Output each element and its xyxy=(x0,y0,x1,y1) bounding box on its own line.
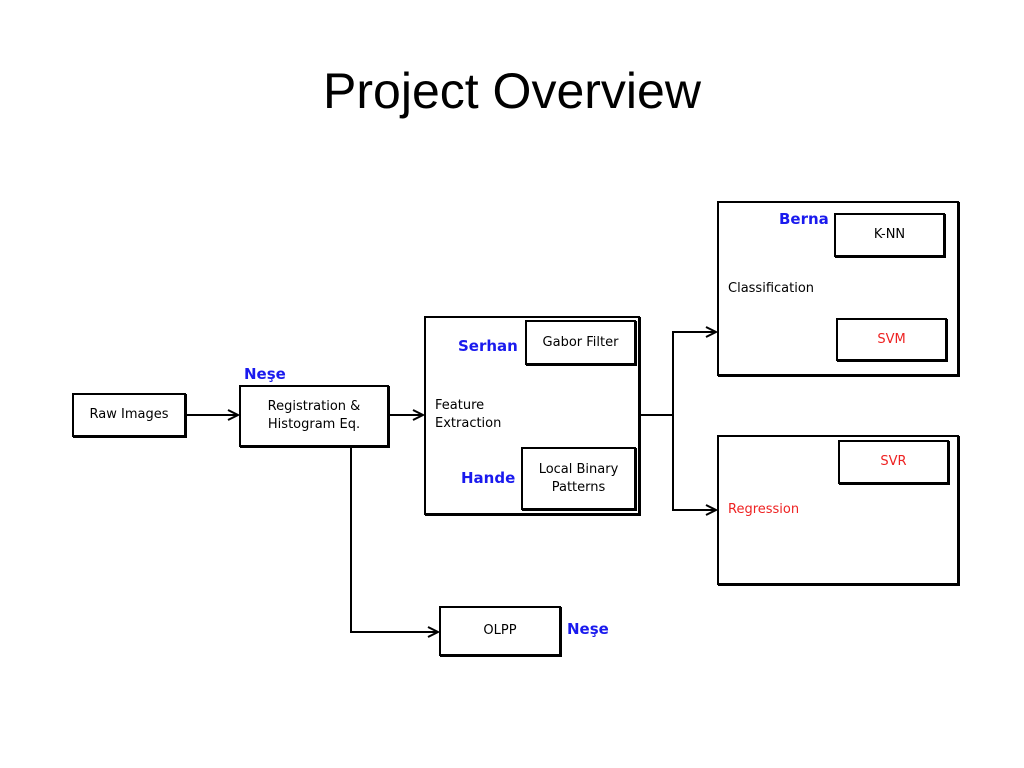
svm-box: SVM xyxy=(836,318,947,361)
regression-label: Regression xyxy=(728,502,800,517)
knn-box: K-NN xyxy=(834,213,945,257)
arrow-to-regression xyxy=(672,415,716,510)
slide-title: Project Overview xyxy=(323,63,701,119)
arrow-to-classification xyxy=(672,332,716,415)
lbp-box: Local Binary Patterns xyxy=(521,447,636,510)
svr-label: SVR xyxy=(880,454,907,469)
person-serhan: Serhan xyxy=(458,337,518,355)
feature-extraction-label: Feature Extraction xyxy=(435,398,502,431)
registration-label: Registration & Histogram Eq. xyxy=(267,399,361,432)
svr-box: SVR xyxy=(838,440,949,484)
olpp-box: OLPP xyxy=(439,606,561,656)
gabor-filter-box: Gabor Filter xyxy=(525,320,636,365)
svm-label: SVM xyxy=(877,331,906,347)
classification-label: Classification xyxy=(728,281,815,296)
knn-label: K-NN xyxy=(873,227,906,242)
person-berna: Berna xyxy=(779,210,829,228)
person-hande: Hande xyxy=(461,469,516,487)
raw-images-box: Raw Images xyxy=(72,393,186,437)
registration-box: Registration & Histogram Eq. xyxy=(239,385,389,447)
person-nese-top: Neşe xyxy=(244,365,286,383)
raw-images-label: Raw Images xyxy=(89,407,169,422)
lbp-label: Local Binary Patterns xyxy=(538,461,619,495)
arrow-registration-to-olpp xyxy=(350,448,438,632)
person-nese-bottom: Neşe xyxy=(567,620,609,638)
gabor-filter-label: Gabor Filter xyxy=(542,334,619,350)
olpp-label: OLPP xyxy=(483,623,517,638)
